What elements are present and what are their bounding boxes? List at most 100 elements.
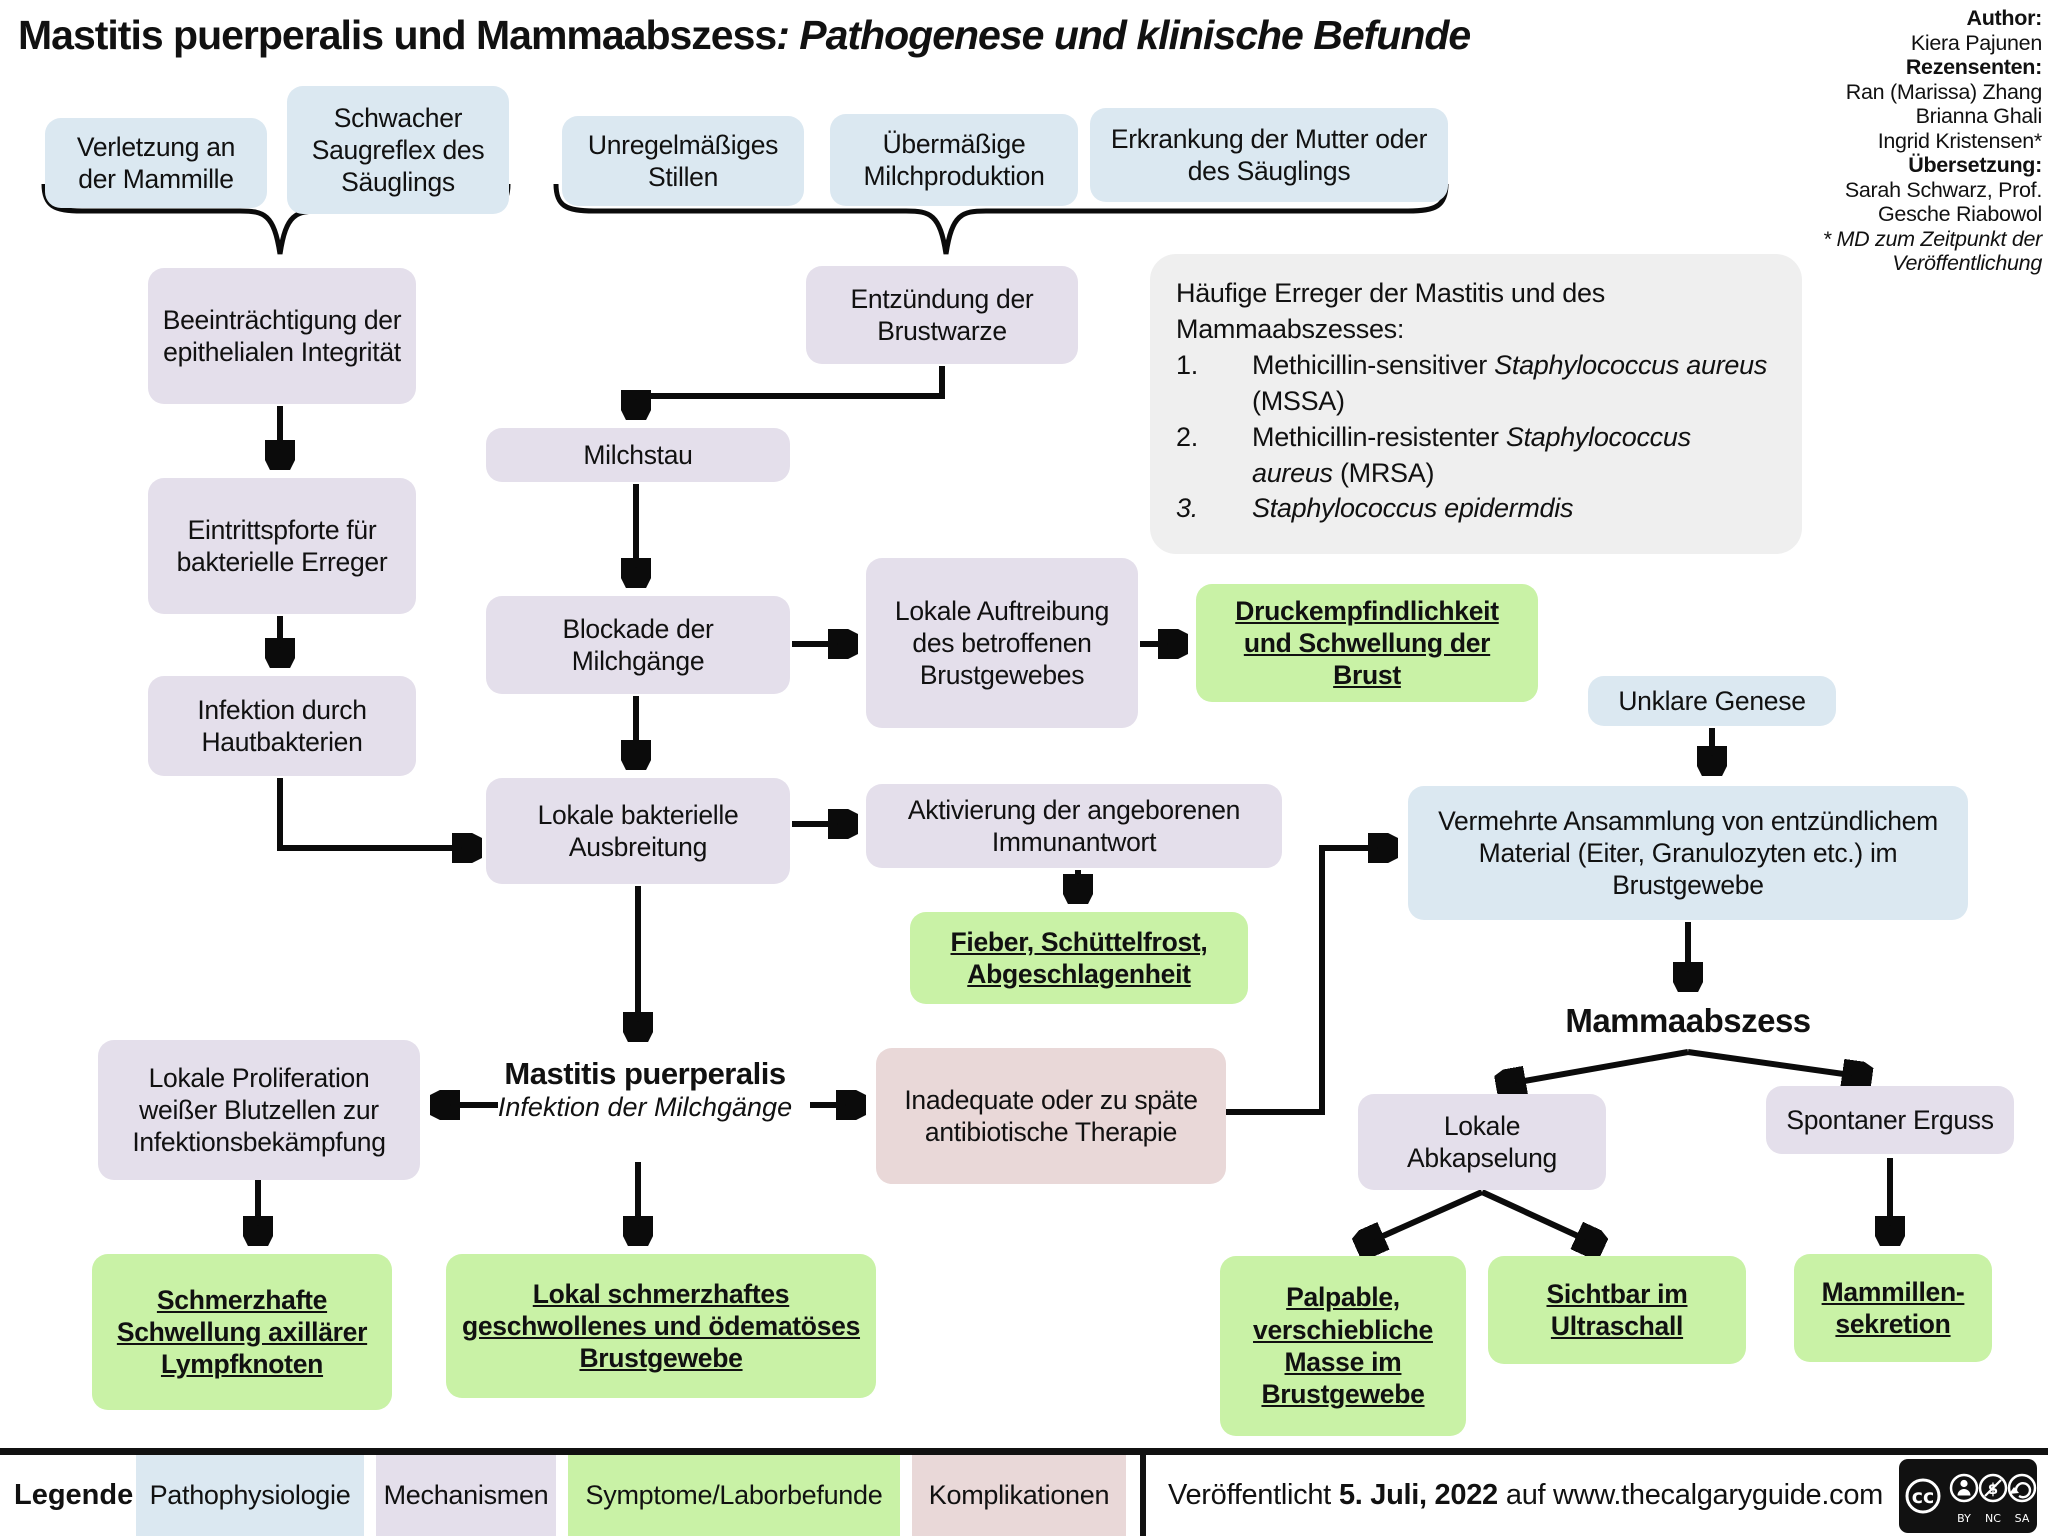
node-label: Druckempfindlichkeit und Schwellung der … bbox=[1235, 595, 1499, 691]
arrow-infection-to-spread bbox=[277, 778, 482, 848]
reviewer-name: Ingrid Kristensen* bbox=[1877, 128, 2043, 153]
node-weak-suck-reflex: Schwacher Saugreflex des Säuglings bbox=[287, 86, 509, 214]
arrow-abscess-to-encapsulation bbox=[1496, 1049, 1689, 1086]
node-label: Schmerzhafte Schwellung axillärer Lympfk… bbox=[116, 1284, 368, 1380]
publication-note: Veröffentlicht 5. Juli, 2022 auf www.the… bbox=[1168, 1455, 1883, 1536]
page-title-main: Mastitis puerperalis und Mammaabszess bbox=[18, 12, 777, 58]
node-illness-mother-infant: Erkrankung der Mutter oder des Säuglings bbox=[1090, 108, 1448, 202]
brace-milk-stasis-group bbox=[553, 183, 1449, 255]
arrow-inadequate-to-accumulation bbox=[1226, 848, 1398, 1115]
node-label: Erkrankung der Mutter oder des Säuglings bbox=[1110, 123, 1428, 186]
legend-item-pathophysiologie: Pathophysiologie bbox=[136, 1455, 364, 1536]
node-bacterial-entry-portal: Eintrittspforte für bakterielle Erreger bbox=[148, 478, 416, 614]
node-label: Palpable, verschiebliche Masse im Brustg… bbox=[1253, 1282, 1433, 1410]
sa-arrow-head bbox=[2009, 1486, 2019, 1494]
sa-arrow-icon bbox=[2007, 1473, 2037, 1502]
cc-license-badge: cc $ BY NC SA bbox=[1898, 1455, 2038, 1536]
node-axillary-lymphnode-swelling: Schmerzhafte Schwellung axillärer Lympfk… bbox=[92, 1254, 392, 1410]
node-inadequate-therapy: Inadequate oder zu späte antibiotische T… bbox=[876, 1048, 1226, 1184]
arrow-encapsulation-to-palpable bbox=[1356, 1189, 1484, 1248]
node-label: Schwacher Saugreflex des Säuglings bbox=[311, 102, 485, 198]
legend-item-komplikationen: Komplikationen bbox=[912, 1455, 1126, 1536]
pathogen-text-pre: Methicillin-resistenter bbox=[1252, 421, 1506, 452]
publication-site: auf www.thecalgaryguide.com bbox=[1505, 1479, 1884, 1511]
legend-item-mechanismen: Mechanismen bbox=[376, 1455, 556, 1536]
translator-name: Sarah Schwarz, Prof. bbox=[1844, 177, 2042, 202]
node-inflammatory-accumulation: Vermehrte Ansammlung von entzündlichem M… bbox=[1408, 786, 1968, 920]
cc-license-icons: cc $ BY NC SA bbox=[1899, 1458, 2037, 1533]
pathogen-text: Staphylococcus epidermdis bbox=[1252, 491, 1776, 527]
node-local-painful-swollen-tissue: Lokal schmerzhaftes geschwollenes und öd… bbox=[446, 1254, 876, 1398]
legend-divider bbox=[1140, 1455, 1146, 1536]
publication-pre: Veröffentlicht bbox=[1168, 1479, 1331, 1511]
node-label: Entzündung der Brustwarze bbox=[850, 283, 1034, 346]
pathogen-text-post: (MSSA) bbox=[1252, 385, 1345, 416]
node-visible-ultrasound: Sichtbar im Ultraschall bbox=[1488, 1256, 1746, 1364]
pathogen-species: Staphylococcus epidermdis bbox=[1252, 493, 1574, 524]
node-local-bacterial-spread: Lokale bakterielle Ausbreitung bbox=[486, 778, 790, 884]
node-innate-immune-response: Aktivierung der angeborenen Immunantwort bbox=[866, 784, 1282, 868]
by-label: BY bbox=[1957, 1512, 1971, 1525]
pathogen-heading: Häufige Erreger der Mastitis und des Mam… bbox=[1176, 278, 1605, 344]
node-excess-milk-production: Übermäßige Milchproduktion bbox=[830, 114, 1078, 206]
sa-label: SA bbox=[2015, 1512, 2030, 1525]
publication-date: 5. Juli, 2022 bbox=[1338, 1479, 1498, 1511]
pathogen-text: Methicillin-sensitiver Staphylococcus au… bbox=[1252, 348, 1776, 420]
node-epithelial-integrity: Beeinträchtigung der epithelialen Integr… bbox=[148, 268, 416, 404]
page-title: Mastitis puerperalis und Mammaabszess: P… bbox=[18, 12, 1471, 59]
pathogen-number: 1. bbox=[1176, 349, 1198, 380]
legend-bar: Legende: Pathophysiologie Mechanismen Sy… bbox=[0, 1448, 2048, 1536]
node-label: Lokale bakterielle Ausbreitung bbox=[537, 799, 739, 862]
node-label: Fieber, Schüttelfrost, Abgeschlagenheit bbox=[950, 926, 1208, 989]
node-label: Unregelmäßiges Stillen bbox=[587, 129, 779, 192]
arrow-abscess-to-discharge bbox=[1687, 1049, 1872, 1078]
nc-slash bbox=[1984, 1478, 2002, 1497]
node-palpable-mass: Palpable, verschiebliche Masse im Brustg… bbox=[1220, 1256, 1466, 1436]
node-nipple-injury: Verletzung an der Mammille bbox=[45, 118, 267, 208]
node-label: Beeinträchtigung der epithelialen Integr… bbox=[162, 304, 402, 367]
pathogen-number: 2. bbox=[1176, 421, 1198, 452]
reviewers-label: Rezensenten: bbox=[1905, 55, 2042, 79]
node-label: Sichtbar im Ultraschall bbox=[1546, 1278, 1688, 1341]
node-duct-blockage: Blockade der Milchgänge bbox=[486, 596, 790, 694]
pathogen-species: Staphylococcus aureus bbox=[1494, 349, 1768, 380]
cc-icon-text: cc bbox=[1912, 1486, 1935, 1508]
node-label: Lokale Proliferation weißer Blutzellen z… bbox=[132, 1062, 386, 1158]
node-label: Spontaner Erguss bbox=[1786, 1104, 1994, 1135]
node-fever-chills: Fieber, Schüttelfrost, Abgeschlagenheit bbox=[910, 912, 1248, 1004]
reviewer-name: Ran (Marissa) Zhang bbox=[1845, 79, 2043, 104]
author-label: Author: bbox=[1966, 6, 2042, 30]
pathogen-text-post: (MRSA) bbox=[1332, 457, 1435, 488]
translator-name: Gesche Riabowol bbox=[1877, 202, 2042, 226]
pathogen-item: 1. Methicillin-sensitiver Staphylococcus… bbox=[1176, 348, 1776, 420]
node-wbc-proliferation: Lokale Proliferation weißer Blutzellen z… bbox=[98, 1040, 420, 1180]
node-local-encapsulation: Lokale Abkapselung bbox=[1358, 1094, 1606, 1190]
node-unclear-origin: Unklare Genese bbox=[1588, 676, 1836, 726]
node-label: Lokale Abkapselung bbox=[1407, 1110, 1557, 1173]
node-spontaneous-discharge: Spontaner Erguss bbox=[1766, 1086, 2014, 1154]
legend-item-symptome: Symptome/Laborbefunde bbox=[568, 1455, 900, 1536]
node-label: Mammillen-sekretion bbox=[1821, 1276, 1965, 1339]
node-label: Blockade der Milchgänge bbox=[562, 613, 714, 676]
pathogen-text: Methicillin-resistenter Staphylococcus a… bbox=[1252, 420, 1776, 492]
cc-icon bbox=[1905, 1478, 1941, 1513]
node-nipple-inflammation: Entzündung der Brustwarze bbox=[806, 266, 1078, 364]
node-tenderness-swelling: Druckempfindlichkeit und Schwellung der … bbox=[1196, 584, 1538, 702]
by-person-body bbox=[1957, 1488, 1971, 1495]
credits-block: Author: Kiera Pajunen Rezensenten: Ran (… bbox=[1810, 6, 2043, 276]
reviewer-name: Brianna Ghali bbox=[1915, 104, 2043, 128]
node-label: Milchstau bbox=[583, 439, 693, 470]
page-title-subtitle: : Pathogenese und klinische Befunde bbox=[776, 12, 1471, 58]
node-milk-stasis: Milchstau bbox=[486, 428, 790, 482]
translation-label: Übersetzung: bbox=[1908, 153, 2042, 177]
pathogen-info-box: Häufige Erreger der Mastitis und des Mam… bbox=[1150, 254, 1802, 554]
node-label: Verletzung an der Mammille bbox=[76, 131, 236, 194]
nc-label: NC bbox=[1985, 1512, 2001, 1525]
legend-label: Legende: bbox=[14, 1479, 143, 1511]
pathogen-item: 2. Methicillin-resistenter Staphylococcu… bbox=[1176, 420, 1776, 492]
credits-footnote: * MD zum Zeitpunkt der Veröffentlichung bbox=[1822, 226, 2043, 276]
node-label: Übermäßige Milchproduktion bbox=[863, 128, 1045, 191]
arrow-encapsulation-to-ultrasound bbox=[1480, 1189, 1604, 1248]
